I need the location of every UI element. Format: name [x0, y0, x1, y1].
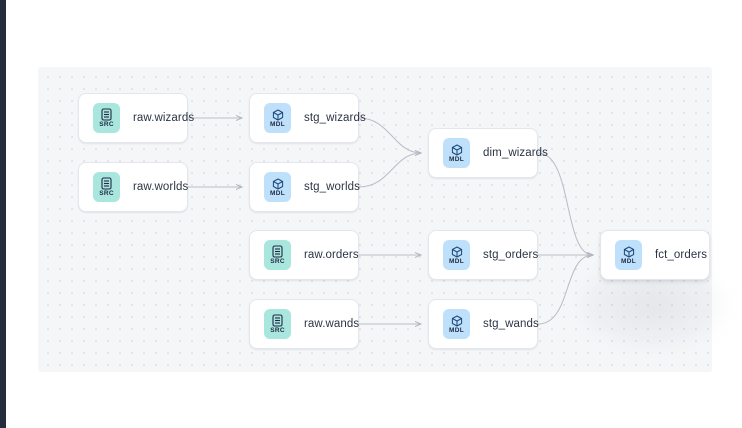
node-stg-orders[interactable]: MDL stg_orders — [428, 230, 538, 280]
node-label: dim_wizards — [483, 147, 549, 159]
node-raw-wands[interactable]: SRC raw.wands — [249, 299, 359, 349]
badge-kind-label: SRC — [99, 121, 114, 128]
edge-dim-wizards-fct-orders — [537, 152, 593, 255]
mdl-badge: MDL — [443, 240, 470, 270]
mdl-badge: MDL — [443, 138, 470, 168]
src-badge: SRC — [264, 240, 291, 270]
mdl-badge: MDL — [615, 240, 642, 270]
mdl-badge: MDL — [264, 103, 291, 133]
cube-icon — [451, 314, 463, 327]
badge-kind-label: MDL — [621, 257, 636, 265]
node-dim-wizards[interactable]: MDL dim_wizards — [428, 128, 548, 178]
edge-stg-worlds-dim-wizards — [358, 153, 421, 188]
cube-icon — [272, 108, 284, 121]
database-icon — [272, 245, 283, 258]
lineage-graph-canvas[interactable]: SRC raw.wizards SRC raw.worlds SRC raw.o… — [38, 67, 732, 372]
badge-kind-label: MDL — [449, 257, 464, 265]
edge-layer — [188, 67, 712, 372]
cube-icon — [451, 245, 463, 258]
node-stg-worlds[interactable]: MDL stg_worlds — [249, 162, 360, 212]
badge-kind-label: SRC — [99, 190, 114, 197]
node-stg-wands[interactable]: MDL stg_wands — [428, 299, 539, 349]
src-badge: SRC — [264, 309, 291, 339]
src-badge: SRC — [93, 103, 120, 133]
cube-icon — [272, 177, 284, 190]
node-label: raw.wands — [304, 318, 360, 330]
badge-kind-label: MDL — [270, 189, 285, 197]
badge-kind-label: MDL — [449, 155, 464, 163]
src-badge: SRC — [93, 172, 120, 202]
edge-stg-wizards-dim-wizards — [358, 117, 421, 153]
node-label: raw.wizards — [133, 112, 195, 124]
edge-stg-wands-fct-orders — [537, 255, 593, 325]
node-label: stg_orders — [483, 249, 539, 261]
mdl-badge: MDL — [264, 172, 291, 202]
node-raw-orders[interactable]: SRC raw.orders — [249, 230, 359, 280]
database-icon — [101, 177, 112, 190]
node-label: raw.worlds — [133, 181, 189, 193]
node-fct-orders[interactable]: MDL fct_orders — [600, 230, 710, 280]
node-stg-wizards[interactable]: MDL stg_wizards — [249, 93, 366, 143]
database-icon — [272, 314, 283, 327]
node-label: stg_wands — [483, 318, 539, 330]
cube-icon — [451, 143, 463, 156]
badge-kind-label: SRC — [270, 327, 285, 334]
database-icon — [101, 108, 112, 121]
left-rail — [0, 0, 6, 428]
node-label: raw.orders — [304, 249, 359, 261]
badge-kind-label: SRC — [270, 258, 285, 265]
cube-icon — [623, 245, 635, 258]
mdl-badge: MDL — [443, 309, 470, 339]
badge-kind-label: MDL — [270, 120, 285, 128]
node-label: stg_wizards — [304, 112, 366, 124]
node-raw-worlds[interactable]: SRC raw.worlds — [78, 162, 188, 212]
badge-kind-label: MDL — [449, 326, 464, 334]
node-label: stg_worlds — [304, 181, 360, 193]
node-label: fct_orders — [655, 249, 708, 261]
node-raw-wizards[interactable]: SRC raw.wizards — [78, 93, 194, 143]
